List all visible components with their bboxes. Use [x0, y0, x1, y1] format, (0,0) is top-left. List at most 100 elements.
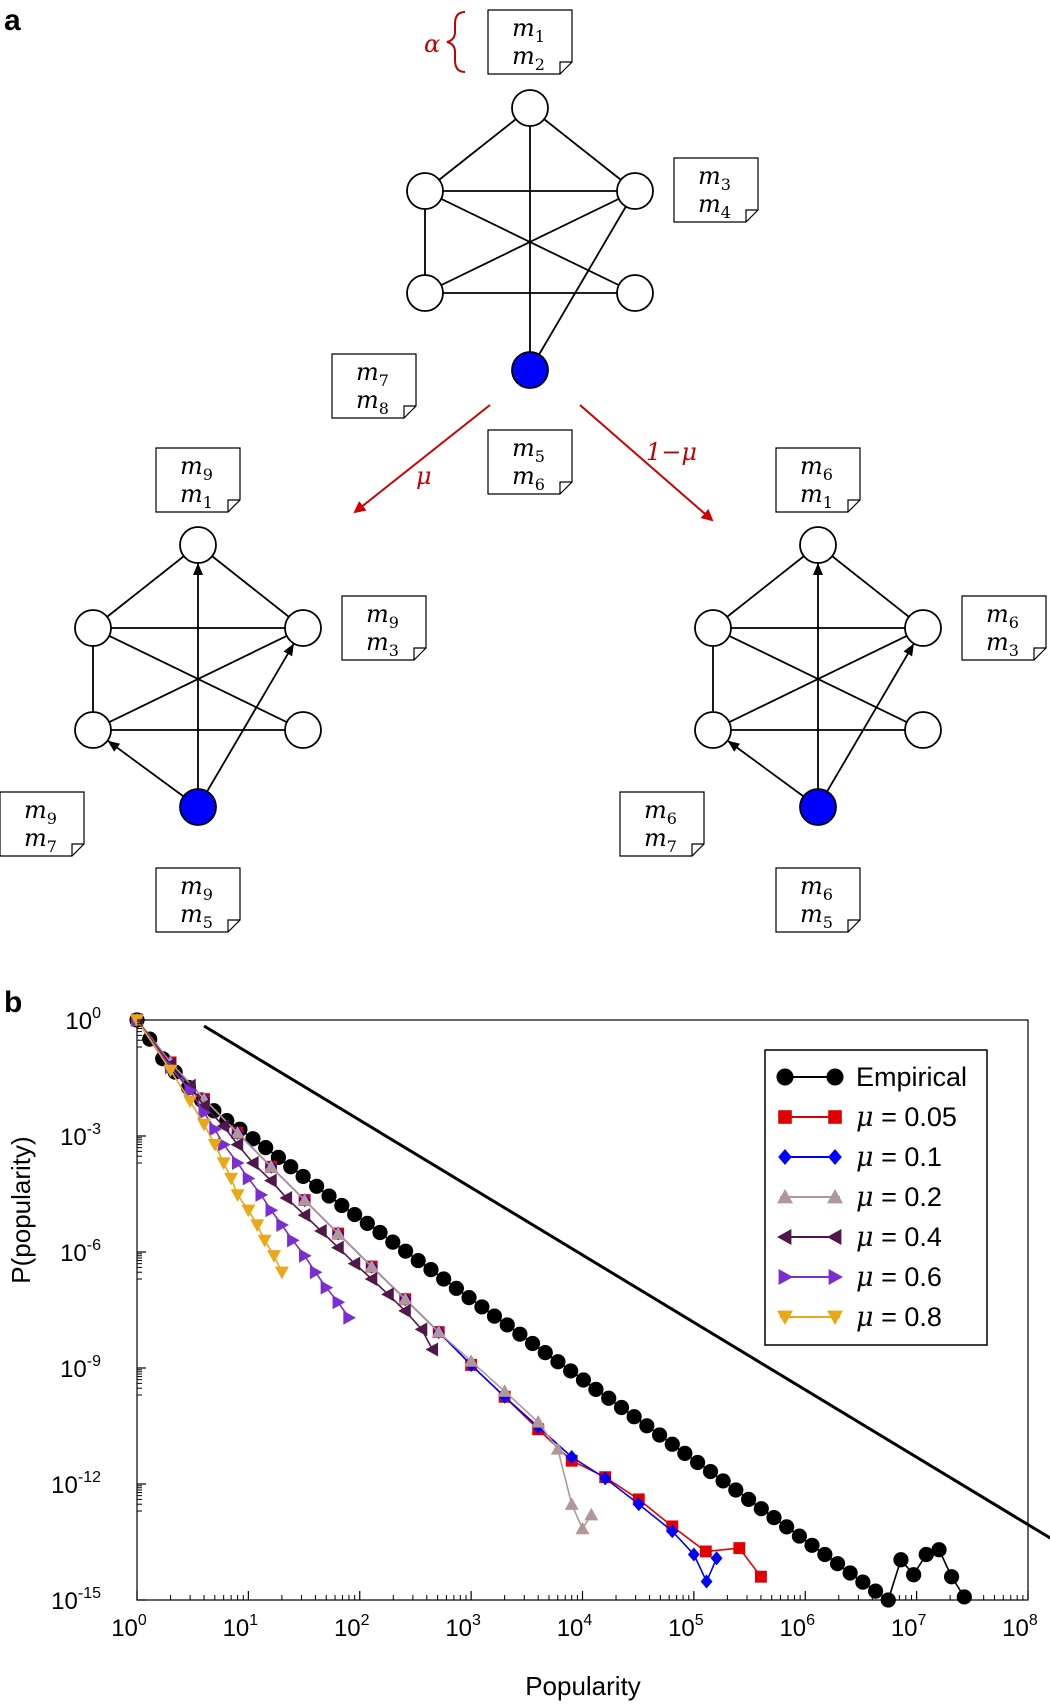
net-left-node-top [179, 526, 217, 564]
series-3-point-6 [331, 1226, 346, 1240]
net-top-note-0-fold [559, 61, 572, 74]
series-3-point-9 [431, 1325, 446, 1338]
series-3-point-4 [264, 1159, 279, 1173]
net-top-note-2-line-0: m7 [356, 358, 389, 390]
net-right-note-3-line-1: m5 [800, 900, 833, 932]
x-tick-exp-5: 5 [695, 1612, 704, 1629]
legend-marker-a-6 [777, 1310, 793, 1325]
net-right-note-3-fold [847, 919, 860, 932]
series-0-point-44 [689, 1454, 706, 1471]
series-0-point-62 [918, 1546, 934, 1563]
series-0-point-26 [461, 1290, 477, 1306]
net-left-edge-6 [92, 627, 304, 731]
series-1 [131, 1014, 767, 1583]
series-6-point-8 [241, 1204, 256, 1218]
alpha-label: α [424, 30, 440, 58]
x-tick-base-0: 10 [111, 1615, 138, 1642]
series-3-point-13 [550, 1442, 565, 1455]
series-0-point-27 [474, 1299, 490, 1315]
series-0-point-60 [893, 1552, 909, 1568]
series-1-point-19 [754, 1570, 767, 1583]
series-5-point-15 [332, 1295, 346, 1310]
legend-marker-b-3 [827, 1189, 843, 1204]
net-right-note-0-line-0: m6 [800, 452, 833, 484]
x-tick-exp-6: 6 [806, 1612, 815, 1629]
legend-marker-b-1 [828, 1110, 842, 1124]
legend-mu-3: μ [856, 1182, 874, 1213]
net-left-note-2-var-1: m [24, 824, 47, 852]
series-4-point-3 [197, 1098, 210, 1113]
series-0-point-6 [206, 1103, 222, 1119]
series-0-point-40 [639, 1418, 655, 1434]
net-right-node-bot [799, 788, 837, 826]
legend-value-2: = 0.1 [874, 1142, 942, 1172]
legend-mu-2: μ [856, 1142, 874, 1173]
series-5-point-3 [198, 1105, 212, 1120]
series-0-point-57 [855, 1574, 871, 1590]
series-4-point-17 [425, 1342, 439, 1357]
net-top-note-1-line-0: m3 [698, 162, 731, 194]
legend-marker-b-2 [828, 1149, 842, 1165]
series-0-point-47 [728, 1482, 744, 1498]
x-tick-base-7: 10 [891, 1615, 918, 1642]
net-top-edge-1 [529, 107, 636, 192]
series-5-point-13 [309, 1265, 323, 1280]
x-tick-label-8: 108 [1002, 1612, 1038, 1642]
net-right-node-ur [904, 609, 942, 647]
net-right-note-0-var-0: m [800, 452, 823, 480]
x-axis-label: Popularity [525, 1671, 641, 1701]
net-left-note-2-fold [71, 843, 84, 856]
net-left-note-0-var-0: m [180, 452, 203, 480]
net-left-note-0-line-0: m9 [180, 452, 213, 484]
series-0-point-36 [588, 1381, 604, 1397]
series-2-point-18 [700, 1574, 713, 1589]
net-left-note-3-fold [227, 919, 240, 932]
series-0-point-14 [309, 1178, 325, 1194]
x-tick-label-1: 101 [223, 1612, 259, 1642]
series-0-point-34 [563, 1363, 579, 1379]
net-right-note-1-line-1: m3 [986, 628, 1019, 660]
net-right-note-0-fold [847, 499, 860, 512]
series-3-point-11 [497, 1384, 512, 1397]
panel-b-label: b [4, 986, 22, 1019]
net-left-note-2-sub-0: 9 [47, 809, 57, 828]
net-left-note-0-sub-0: 9 [203, 465, 213, 484]
legend-label-0: Empirical [856, 1062, 967, 1092]
legend-marker-a-4 [777, 1229, 792, 1245]
series-0-point-15 [321, 1188, 337, 1204]
x-tick-label-7: 107 [891, 1612, 927, 1642]
legend-marker-b-0 [826, 1068, 844, 1086]
legend-marker-a-0 [776, 1068, 794, 1086]
net-right-note-3-line-0: m6 [800, 872, 833, 904]
net-top-note-0-sub-1: 2 [535, 55, 545, 74]
arrow-mu [353, 404, 491, 514]
y-tick-label-0: 100 [65, 1005, 101, 1035]
series-4-point-6 [245, 1156, 259, 1171]
series-5-point-10 [276, 1217, 289, 1232]
series-4-point-10 [314, 1223, 327, 1238]
net-top-note-1-sub-1: 4 [721, 203, 731, 222]
series-4-point-8 [279, 1190, 293, 1205]
series-6-point-5 [216, 1157, 231, 1171]
net-left-note-3-line-1: m5 [180, 900, 213, 932]
series-4-point-13 [364, 1272, 378, 1287]
x-tick-label-0: 100 [111, 1612, 147, 1642]
net-left-note-2-var-0: m [24, 796, 47, 824]
x-tick-exp-8: 8 [1029, 1612, 1038, 1629]
series-0-point-20 [385, 1234, 401, 1250]
net-top-note-3-line-1: m6 [512, 462, 545, 494]
series-0-point-50 [766, 1510, 782, 1526]
legend-value-1: = 0.05 [874, 1102, 957, 1132]
net-top-node-ll [406, 274, 444, 312]
series-3-point-3 [230, 1125, 245, 1139]
net-top-node-ul [406, 172, 444, 210]
series-0-point-65 [956, 1589, 972, 1605]
net-right-note-1-var-1: m [986, 628, 1009, 656]
net-left-note-3-line-0: m9 [180, 872, 213, 904]
